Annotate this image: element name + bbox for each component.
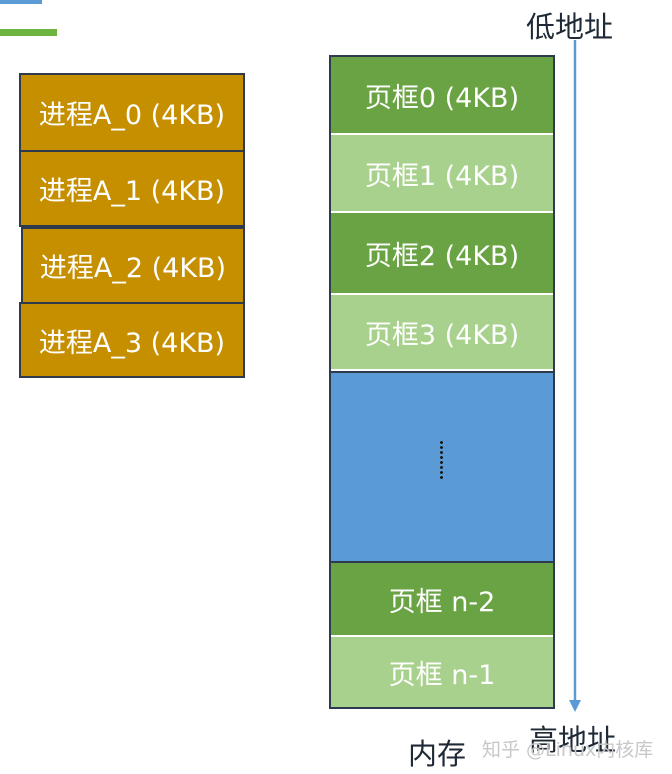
process-page-1: 进程A_1 (4KB): [19, 150, 245, 227]
watermark: 知乎 @Linux内核库: [482, 739, 654, 761]
low-address-label: 低地址: [526, 10, 614, 44]
page-frame-2: 页框2 (4KB): [331, 213, 553, 295]
process-page-label: 进程A_2 (4KB): [39, 253, 227, 284]
page-frame-label: 页框 n-1: [388, 659, 496, 691]
process-page-0: 进程A_0 (4KB): [19, 73, 245, 152]
page-frame-n-2: 页框 n-2: [331, 563, 553, 637]
page-frame-1: 页框1 (4KB): [331, 135, 553, 213]
high-address-label: 高地址: [529, 723, 617, 757]
process-page-2: 进程A_2 (4KB): [21, 227, 245, 304]
process-page-label: 进程A_3 (4KB): [38, 327, 226, 359]
address-arrow-icon: [569, 40, 581, 712]
page-frame-label: 页框2 (4KB): [364, 240, 520, 272]
page-frame-n-1: 页框 n-1: [331, 637, 553, 707]
process-page-label: 进程A_1 (4KB): [38, 176, 226, 207]
decorative-blue-bar: [0, 0, 42, 4]
memory-gap-region: [331, 371, 553, 563]
page-frame-0: 页框0 (4KB): [331, 57, 553, 135]
page-frame-3: 页框3 (4KB): [331, 295, 553, 371]
memory-title: 内存: [408, 737, 467, 771]
process-page-3: 进程A_3 (4KB): [19, 302, 245, 378]
memory-block: 页框0 (4KB) 页框1 (4KB) 页框2 (4KB) 页框3 (4KB) …: [329, 55, 555, 709]
page-frame-label: 页框 n-2: [388, 586, 496, 618]
page-frame-label: 页框0 (4KB): [364, 82, 520, 114]
page-frame-label: 页框3 (4KB): [364, 319, 520, 351]
page-frame-label: 页框1 (4KB): [364, 160, 520, 192]
vertical-ellipsis-icon: [440, 440, 443, 480]
decorative-green-bar: [0, 29, 57, 36]
process-page-label: 进程A_0 (4KB): [38, 100, 226, 131]
